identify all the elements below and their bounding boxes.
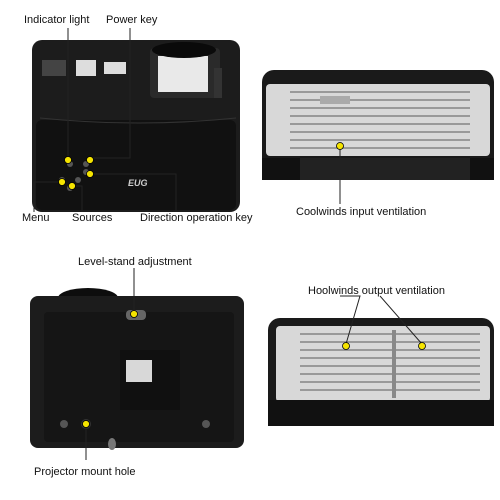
marker-power-key [86,156,94,164]
projector-side-view-output [268,318,494,426]
brand-logo: EUG [128,178,148,188]
label-indicator-light: Indicator light [24,14,90,26]
projector-bottom-view [30,288,244,450]
label-mount-hole: Projector mount hole [34,466,136,478]
marker-mount-hole [82,420,90,428]
marker-hoolwinds-2 [418,342,426,350]
label-menu: Menu [22,212,50,224]
callout-markers [58,142,426,428]
leader-lines [33,28,423,460]
marker-menu [58,178,66,186]
label-hoolwinds: Hoolwinds output ventilation [308,285,445,297]
label-level-stand: Level-stand adjustment [78,256,192,268]
marker-coolwinds [336,142,344,150]
label-sources: Sources [72,212,113,224]
label-direction-key: Direction operation key [140,212,253,224]
marker-level-stand [130,310,138,318]
marker-sources [68,182,76,190]
projector-top-view [32,40,240,212]
marker-direction-key [86,170,94,178]
label-power-key: Power key [106,14,158,26]
marker-hoolwinds-1 [342,342,350,350]
projector-side-view-input [262,70,494,180]
label-coolwinds: Coolwinds input ventilation [296,206,427,218]
marker-indicator-light [64,156,72,164]
